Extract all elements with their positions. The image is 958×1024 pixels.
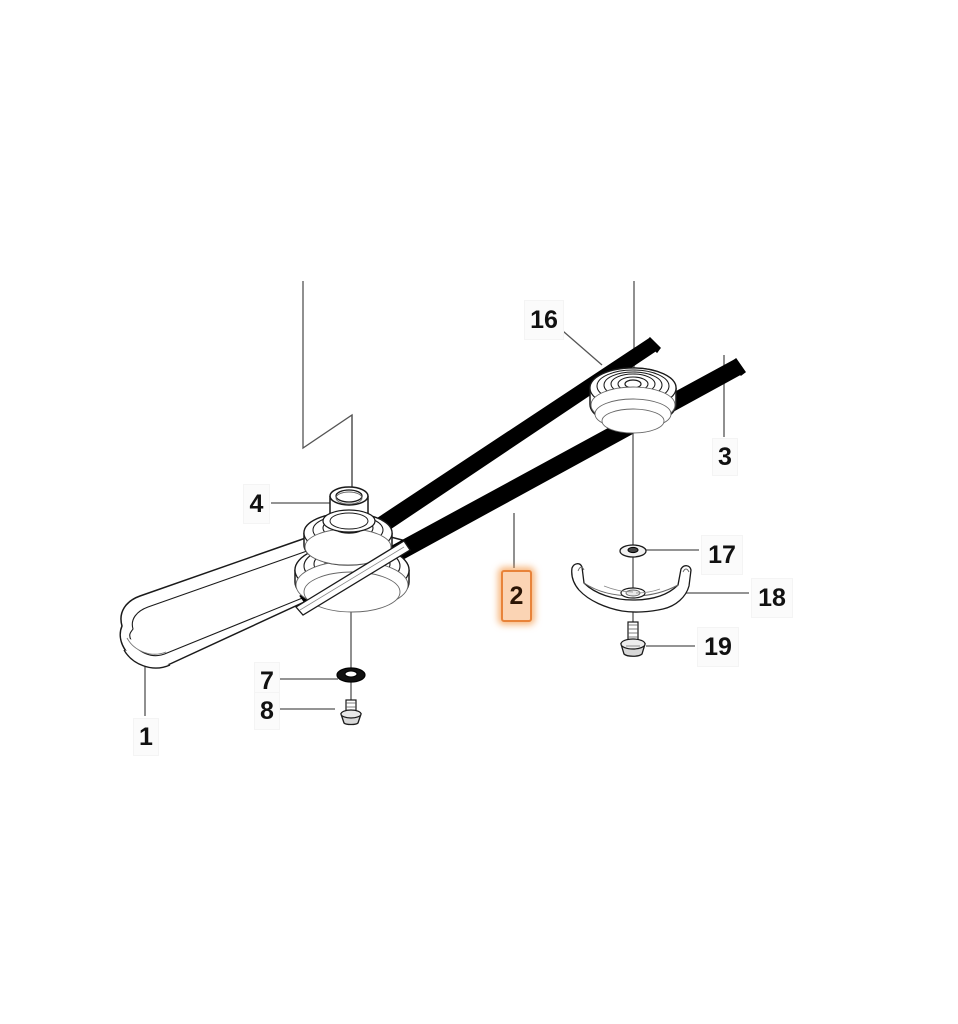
callout-16[interactable]: 16 — [524, 300, 564, 340]
part-17-washer — [619, 544, 647, 558]
callout-3[interactable]: 3 — [712, 438, 738, 476]
callout-4[interactable]: 4 — [243, 484, 270, 524]
callout-1[interactable]: 1 — [133, 718, 159, 756]
callout-18[interactable]: 18 — [751, 578, 793, 618]
part-4-double-pulley — [294, 486, 410, 613]
callout-2-highlighted[interactable]: 2 — [501, 570, 532, 622]
belt-wrap-over-pulley — [295, 540, 411, 616]
part-8-bolt — [340, 699, 362, 726]
part-7-washer — [336, 667, 366, 683]
part-18-belt-keeper-bracket — [571, 563, 692, 613]
callout-8[interactable]: 8 — [254, 692, 280, 730]
callout-17[interactable]: 17 — [701, 535, 743, 575]
part-16-idler-pulley — [589, 367, 677, 434]
part-19-bolt — [620, 621, 646, 657]
callout-19[interactable]: 19 — [697, 627, 739, 667]
